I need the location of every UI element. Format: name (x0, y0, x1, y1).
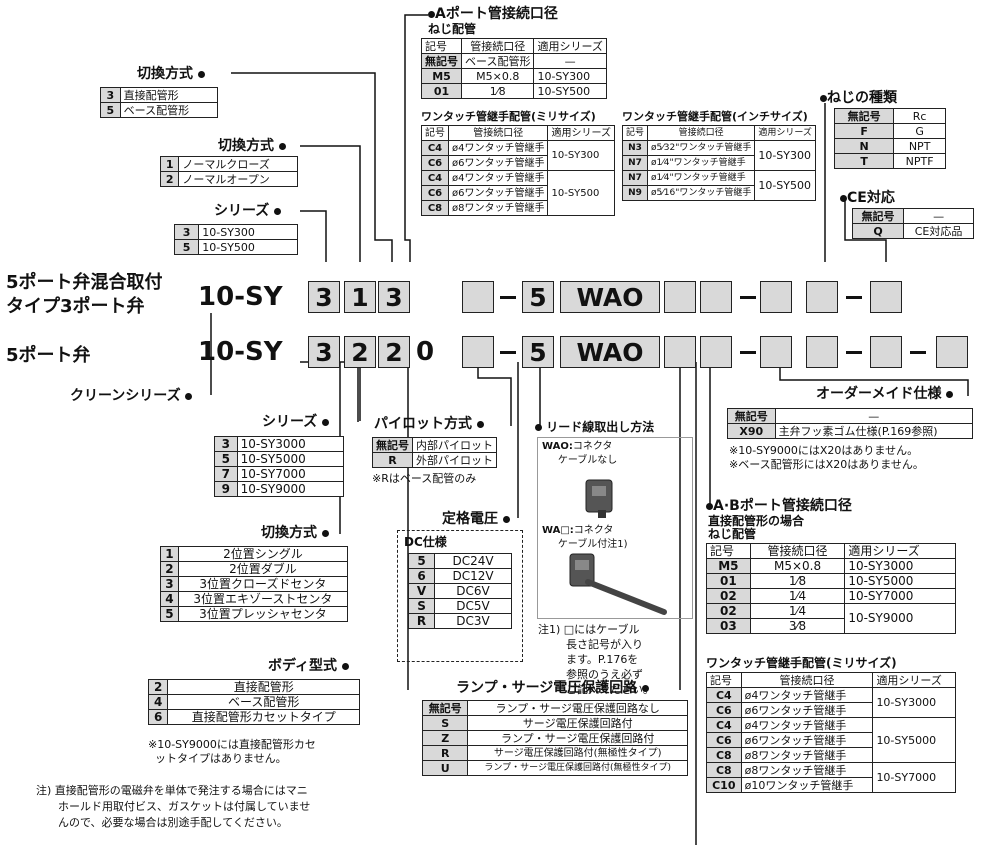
order-title: オーダーメイド仕様 (816, 386, 954, 402)
row-a-digit-1: 3 (308, 281, 340, 313)
connector-image (585, 479, 613, 518)
row-a-five: 5 (522, 281, 554, 313)
lead-title: リード線取出し方法 (535, 420, 654, 434)
row-b-blank-7 (936, 336, 968, 368)
switch-a1-title: 切換方式 (137, 66, 205, 82)
row-b-five: 5 (522, 336, 554, 368)
row-b-digit-2: 2 (344, 336, 376, 368)
row-b-dash-4 (910, 351, 926, 354)
wao-desc: WAO:コネクタ ケーブルなし (542, 441, 618, 466)
row-a-blank-2 (664, 281, 696, 313)
series-b-title: シリーズ (262, 414, 330, 430)
pilot-title: パイロット方式 (374, 416, 484, 432)
row-b-zero: 0 (416, 337, 435, 367)
row-a-dash-2 (740, 296, 756, 299)
row-a-blank-3 (700, 281, 732, 313)
switch-b-title: 切換方式 (261, 525, 329, 541)
row-b-blank-1 (462, 336, 494, 368)
thread-title: ねじの種類 (820, 90, 897, 106)
connector-cable-image (569, 553, 667, 615)
lead-panel: WAO:コネクタ ケーブルなし WA□:コネクタ ケーブル付注1) (537, 437, 693, 619)
series-a-title: シリーズ (214, 203, 282, 219)
row-a-dash-3 (846, 296, 862, 299)
voltage-group-label: DC仕様 (404, 535, 447, 549)
row-a-blank-1 (462, 281, 494, 313)
row-b-dash-1 (500, 351, 516, 354)
row-b-blank-3 (700, 336, 732, 368)
row-a-dash-1 (500, 296, 516, 299)
row-b-blank-5 (806, 336, 838, 368)
voltage-title: 定格電圧 (442, 511, 510, 527)
ab-port-subtitle1: 直接配管形の場合 (708, 514, 805, 528)
row-b-blank-2 (664, 336, 696, 368)
onetouch-inch-title: ワンタッチ管継手配管(インチサイズ) (622, 110, 808, 123)
model-row-b-label: 5ポート弁 (6, 345, 91, 366)
ab-onetouch-title: ワンタッチ管継手配管(ミリサイズ) (706, 656, 897, 670)
order-note: ※10-SY9000にはX20はありません。※ベース配管形にはX20はありません… (729, 444, 924, 471)
row-a-blank-4 (760, 281, 792, 313)
switch-a2-title: 切換方式 (218, 138, 286, 154)
row-a-wao: WAO (560, 281, 660, 313)
row-a-blank-6 (870, 281, 902, 313)
row-b-digit-1: 3 (308, 336, 340, 368)
model-row-a-prefix: 10-SY (198, 282, 283, 312)
body-note: ※10-SY9000には直接配管形カセ ットタイプはありません。 (148, 738, 316, 765)
surge-title: ランプ・サージ電圧保護回路 (456, 680, 650, 696)
row-b-wao: WAO (560, 336, 660, 368)
ab-port-title: A·Bポート管接続口径 (706, 498, 852, 514)
row-a-blank-5 (806, 281, 838, 313)
row-a-digit-2: 1 (344, 281, 376, 313)
row-b-blank-4 (760, 336, 792, 368)
row-b-dash-2 (740, 351, 756, 354)
pilot-note: ※Rはベース配管のみ (372, 472, 477, 485)
onetouch-mm-title: ワンタッチ管継手配管(ミリサイズ) (421, 110, 596, 123)
lead-note: 注1) □にはケーブル 長さ記号が入り ます。P.176を 参照のうえ必ず ご記… (538, 623, 654, 696)
row-b-blank-6 (870, 336, 902, 368)
wa-desc: WA□:コネクタ ケーブル付注1) (542, 525, 628, 550)
row-b-digit-3: 2 (378, 336, 410, 368)
model-row-a-label: 5ポート弁混合取付タイプ3ポート弁 (6, 272, 163, 317)
footnote: 注) 直接配管形の電磁弁を単体で発注する場合にはマニ ホールド用取付ビス、ガスケ… (36, 784, 311, 829)
a-port-subtitle: ねじ配管 (428, 22, 477, 36)
row-a-digit-3: 3 (378, 281, 410, 313)
row-b-dash-3 (846, 351, 862, 354)
model-row-b-prefix: 10-SY (198, 337, 283, 367)
ce-title: CE対応 (840, 190, 895, 206)
clean-series-title: クリーンシリーズ (70, 388, 193, 404)
a-port-title: Aポート管接続口径 (428, 6, 558, 22)
body-title: ボディ型式 (268, 658, 349, 674)
ab-port-subtitle2: ねじ配管 (708, 527, 757, 541)
